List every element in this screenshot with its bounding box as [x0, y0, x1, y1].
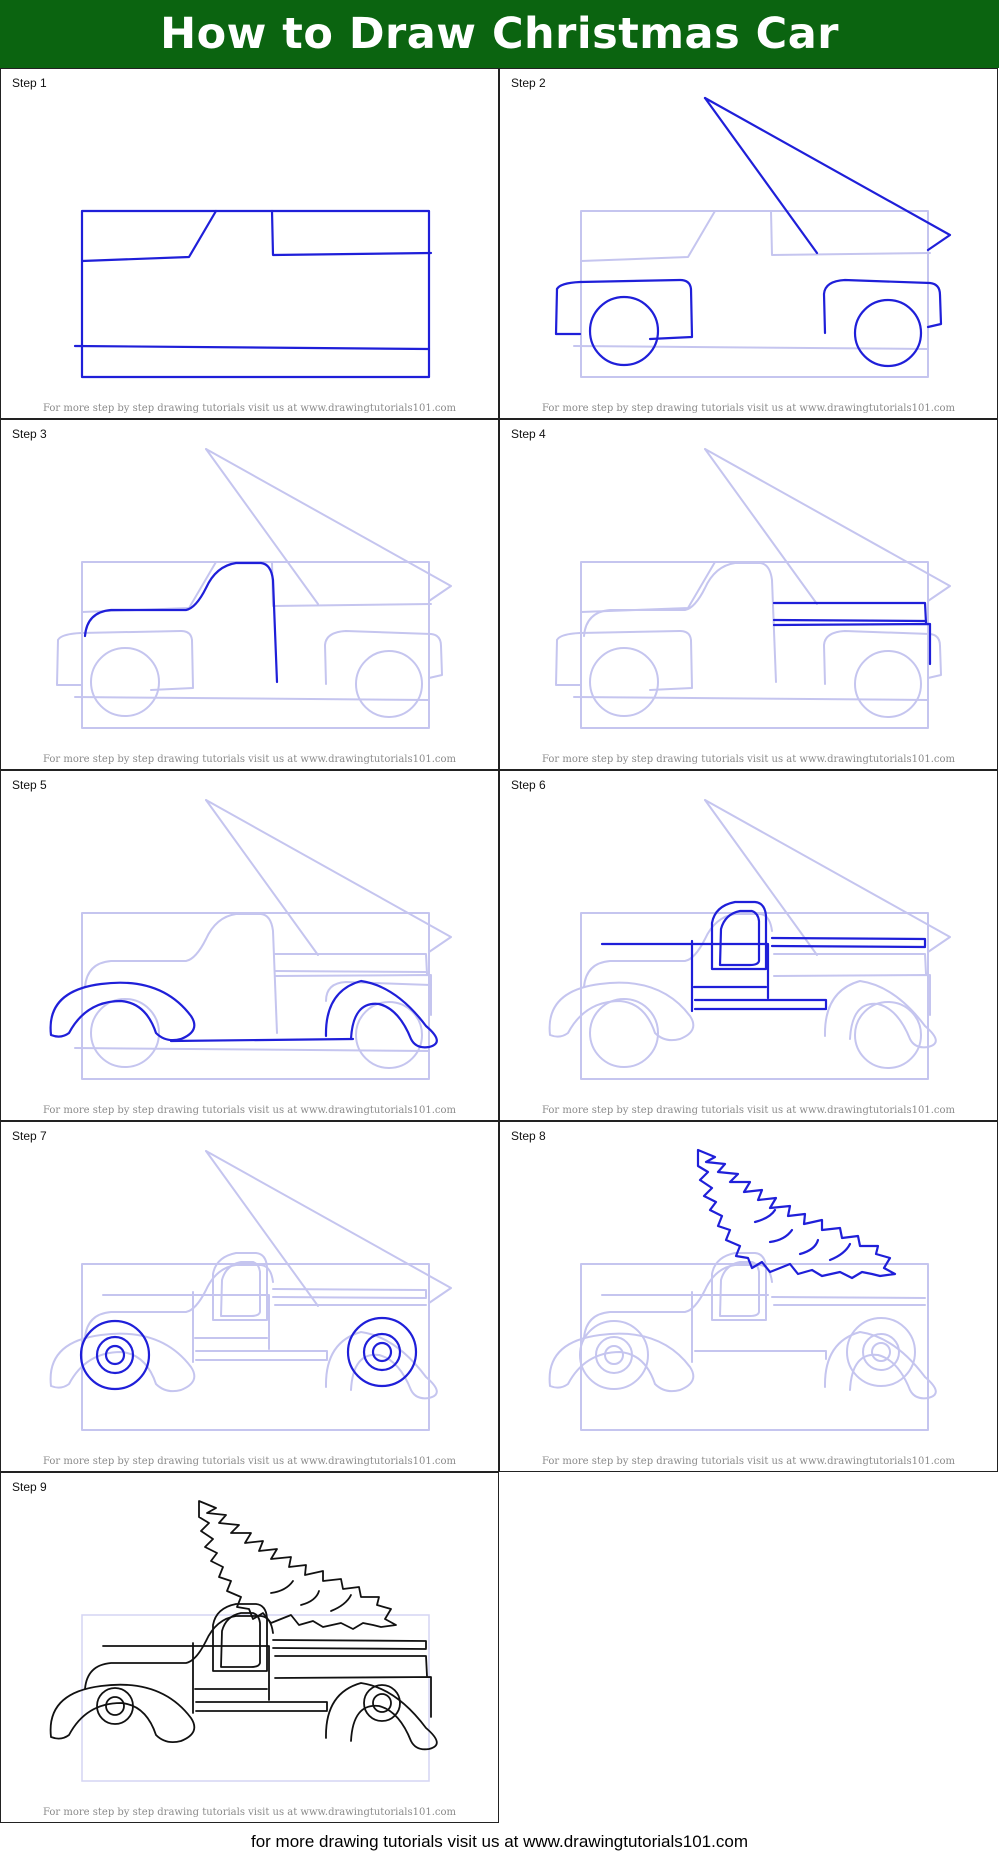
page-title: How to Draw Christmas Car: [160, 9, 839, 59]
credit-text: For more step by step drawing tutorials …: [43, 1807, 456, 1818]
step-panel-1: Step 1 For more step by step drawing tut…: [0, 68, 499, 419]
step-panel-3: Step 3 For more step by step drawing tut…: [0, 419, 499, 770]
step-panel-7: Step 7: [0, 1121, 499, 1472]
credit-text: For more step by step drawing tutorials …: [43, 403, 456, 414]
step-panel-5: Step 5 For more step by step dra: [0, 770, 499, 1121]
step-label: Step 7: [12, 1129, 47, 1143]
step-label: Step 5: [12, 778, 47, 792]
step-panel-6: Step 6: [499, 770, 998, 1121]
credit-text: For more step by step drawing tutorials …: [43, 1456, 456, 1467]
step-drawing: [56, 448, 452, 729]
step-drawing: [555, 448, 951, 729]
step-label: Step 8: [511, 1129, 546, 1143]
step-label: Step 1: [12, 76, 47, 90]
credit-text: For more step by step drawing tutorials …: [542, 754, 955, 765]
step-panel-8: Step 8: [499, 1121, 998, 1472]
step-label: Step 2: [511, 76, 546, 90]
page-header: How to Draw Christmas Car: [0, 0, 999, 68]
credit-text: For more step by step drawing tutorials …: [542, 1105, 955, 1116]
step-drawing: [554, 96, 952, 378]
step-panel-9: Step 9: [0, 1472, 499, 1823]
step-label: Step 4: [511, 427, 546, 441]
footer-text: for more drawing tutorials visit us at w…: [251, 1832, 748, 1851]
credit-text: For more step by step drawing tutorials …: [43, 754, 456, 765]
step-label: Step 9: [12, 1480, 47, 1494]
step-drawing: [49, 1500, 438, 1782]
step-drawing: [73, 209, 433, 379]
step-drawing: [548, 1148, 937, 1431]
credit-text: For more step by step drawing tutorials …: [542, 403, 955, 414]
step-panel-4: Step 4 For more step by step dra: [499, 419, 998, 770]
step-label: Step 6: [511, 778, 546, 792]
step-drawing: [49, 1150, 452, 1431]
step-label: Step 3: [12, 427, 47, 441]
credit-text: For more step by step drawing tutorials …: [43, 1105, 456, 1116]
step-drawing: [548, 799, 951, 1080]
credit-text: For more step by step drawing tutorials …: [542, 1456, 955, 1467]
step-panel-2: Step 2 For more step by step drawing tut…: [499, 68, 998, 419]
step-drawing: [49, 799, 452, 1080]
